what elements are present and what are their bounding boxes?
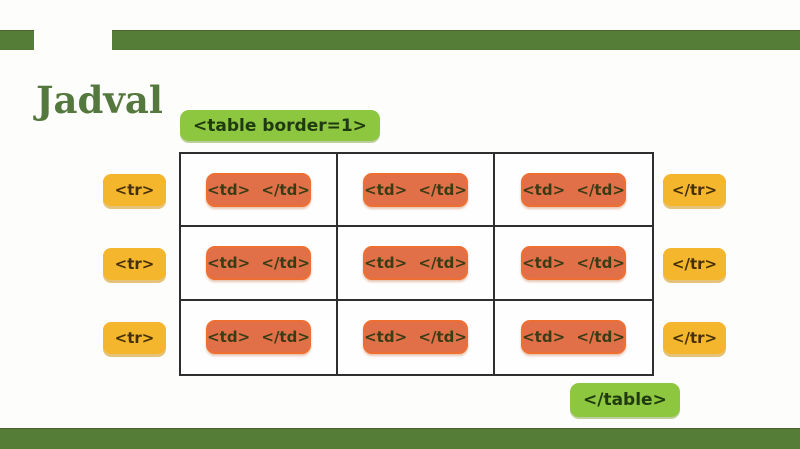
tr-close-badge: </tr> [663,248,726,280]
td-tag-badge: <td> </td> [521,320,626,355]
td-tag-badge: <td> </td> [206,245,311,280]
tr-open-badge: <tr> [103,322,166,354]
table-close-tag-badge: </table> [570,383,680,417]
table-cell: <td> </td> [338,154,495,228]
table-open-tag-badge: <table border=1> [180,110,380,141]
td-tag-badge: <td> </td> [363,172,468,207]
table-diagram: <td> </td> <td> </td> <td> </td> <td> </… [179,152,654,376]
table-cell: <td> </td> [181,154,338,228]
tr-close-badge: </tr> [663,174,726,206]
td-tag-badge: <td> </td> [363,320,468,355]
td-tag-badge: <td> </td> [206,172,311,207]
td-tag-badge: <td> </td> [363,245,468,280]
top-bar [112,30,800,50]
table-cell: <td> </td> [338,300,495,374]
table-cell: <td> </td> [181,300,338,374]
bottom-bar [0,428,800,449]
td-tag-badge: <td> </td> [206,320,311,355]
page-title: Jadval [36,78,163,122]
table-cell: <td> </td> [495,301,652,374]
tr-open-badge: <tr> [103,248,166,280]
tr-open-badge: <tr> [103,174,166,206]
tr-close-badge: </tr> [663,322,726,354]
table-cell: <td> </td> [181,227,338,301]
td-tag-badge: <td> </td> [521,172,626,207]
td-tag-badge: <td> </td> [521,245,626,280]
table-cell: <td> </td> [495,154,652,228]
top-bar-left-segment [0,30,34,50]
table-cell: <td> </td> [495,227,652,301]
table-cell: <td> </td> [338,227,495,301]
